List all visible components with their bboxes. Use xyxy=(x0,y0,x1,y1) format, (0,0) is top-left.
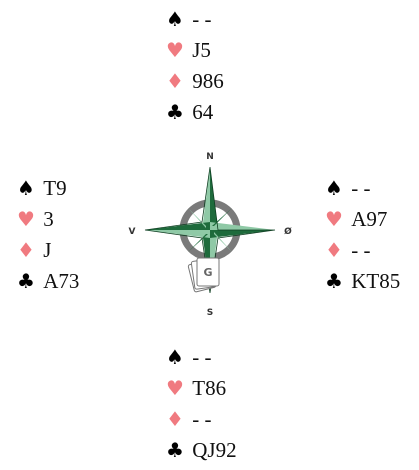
east-spades-holding: - - xyxy=(351,173,370,204)
south-spades-holding: - - xyxy=(192,342,211,373)
south-clubs-row: ♣ QJ92 xyxy=(163,435,273,466)
club-icon: ♣ xyxy=(163,435,187,466)
club-icon: ♣ xyxy=(322,266,346,297)
heart-icon: ♥ xyxy=(322,204,346,235)
east-hand: ♠ - - ♥ A97 ♦ - - ♣ KT85 xyxy=(322,173,419,297)
east-diamonds-row: ♦ - - xyxy=(322,235,419,266)
west-spades-row: ♠ T9 xyxy=(14,173,124,204)
north-diamonds-row: ♦ 986 xyxy=(163,66,273,97)
south-diamonds-row: ♦ - - xyxy=(163,404,273,435)
south-spades-row: ♠ - - xyxy=(163,342,273,373)
west-hand: ♠ T9 ♥ 3 ♦ J ♣ A73 xyxy=(14,173,124,297)
spade-icon: ♠ xyxy=(163,342,187,373)
west-spades-holding: T9 xyxy=(43,173,66,204)
diamond-icon: ♦ xyxy=(163,66,187,97)
compass-south-label: S xyxy=(207,308,213,318)
club-icon: ♣ xyxy=(163,97,187,128)
north-hearts-row: ♥ J5 xyxy=(163,35,273,66)
north-spades-row: ♠ - - xyxy=(163,4,273,35)
logo-letter: G xyxy=(203,266,212,279)
diamond-icon: ♦ xyxy=(163,404,187,435)
west-hearts-row: ♥ 3 xyxy=(14,204,124,235)
south-clubs-holding: QJ92 xyxy=(192,435,236,466)
east-spades-row: ♠ - - xyxy=(322,173,419,204)
south-hearts-row: ♥ T86 xyxy=(163,373,273,404)
compass-east-label: Ø xyxy=(284,226,292,237)
club-icon: ♣ xyxy=(14,266,38,297)
south-diamonds-holding: - - xyxy=(192,404,211,435)
west-diamonds-row: ♦ J xyxy=(14,235,124,266)
east-clubs-row: ♣ KT85 xyxy=(322,266,419,297)
north-hearts-holding: J5 xyxy=(192,35,211,66)
diamond-icon: ♦ xyxy=(14,235,38,266)
spade-icon: ♠ xyxy=(14,173,38,204)
west-clubs-row: ♣ A73 xyxy=(14,266,124,297)
north-clubs-row: ♣ 64 xyxy=(163,97,273,128)
spade-icon: ♠ xyxy=(163,4,187,35)
east-hearts-row: ♥ A97 xyxy=(322,204,419,235)
south-hand: ♠ - - ♥ T86 ♦ - - ♣ QJ92 xyxy=(163,342,273,466)
diamond-icon: ♦ xyxy=(322,235,346,266)
east-clubs-holding: KT85 xyxy=(351,266,400,297)
compass-point-east-light xyxy=(210,222,275,230)
heart-icon: ♥ xyxy=(163,35,187,66)
north-clubs-holding: 64 xyxy=(192,97,213,128)
west-hearts-holding: 3 xyxy=(43,204,54,235)
compass-rose-icon: N S V Ø G xyxy=(120,140,300,330)
heart-icon: ♥ xyxy=(14,204,38,235)
heart-icon: ♥ xyxy=(163,373,187,404)
spade-icon: ♠ xyxy=(322,173,346,204)
compass-west-label: V xyxy=(129,227,136,237)
compass-north-label: N xyxy=(206,152,214,162)
north-spades-holding: - - xyxy=(192,4,211,35)
north-hand: ♠ - - ♥ J5 ♦ 986 ♣ 64 xyxy=(163,4,273,128)
card-stack-logo-icon: G xyxy=(188,258,219,292)
west-diamonds-holding: J xyxy=(43,235,51,266)
east-hearts-holding: A97 xyxy=(351,204,387,235)
east-diamonds-holding: - - xyxy=(351,235,370,266)
north-diamonds-holding: 986 xyxy=(192,66,224,97)
west-clubs-holding: A73 xyxy=(43,266,79,297)
south-hearts-holding: T86 xyxy=(192,373,226,404)
